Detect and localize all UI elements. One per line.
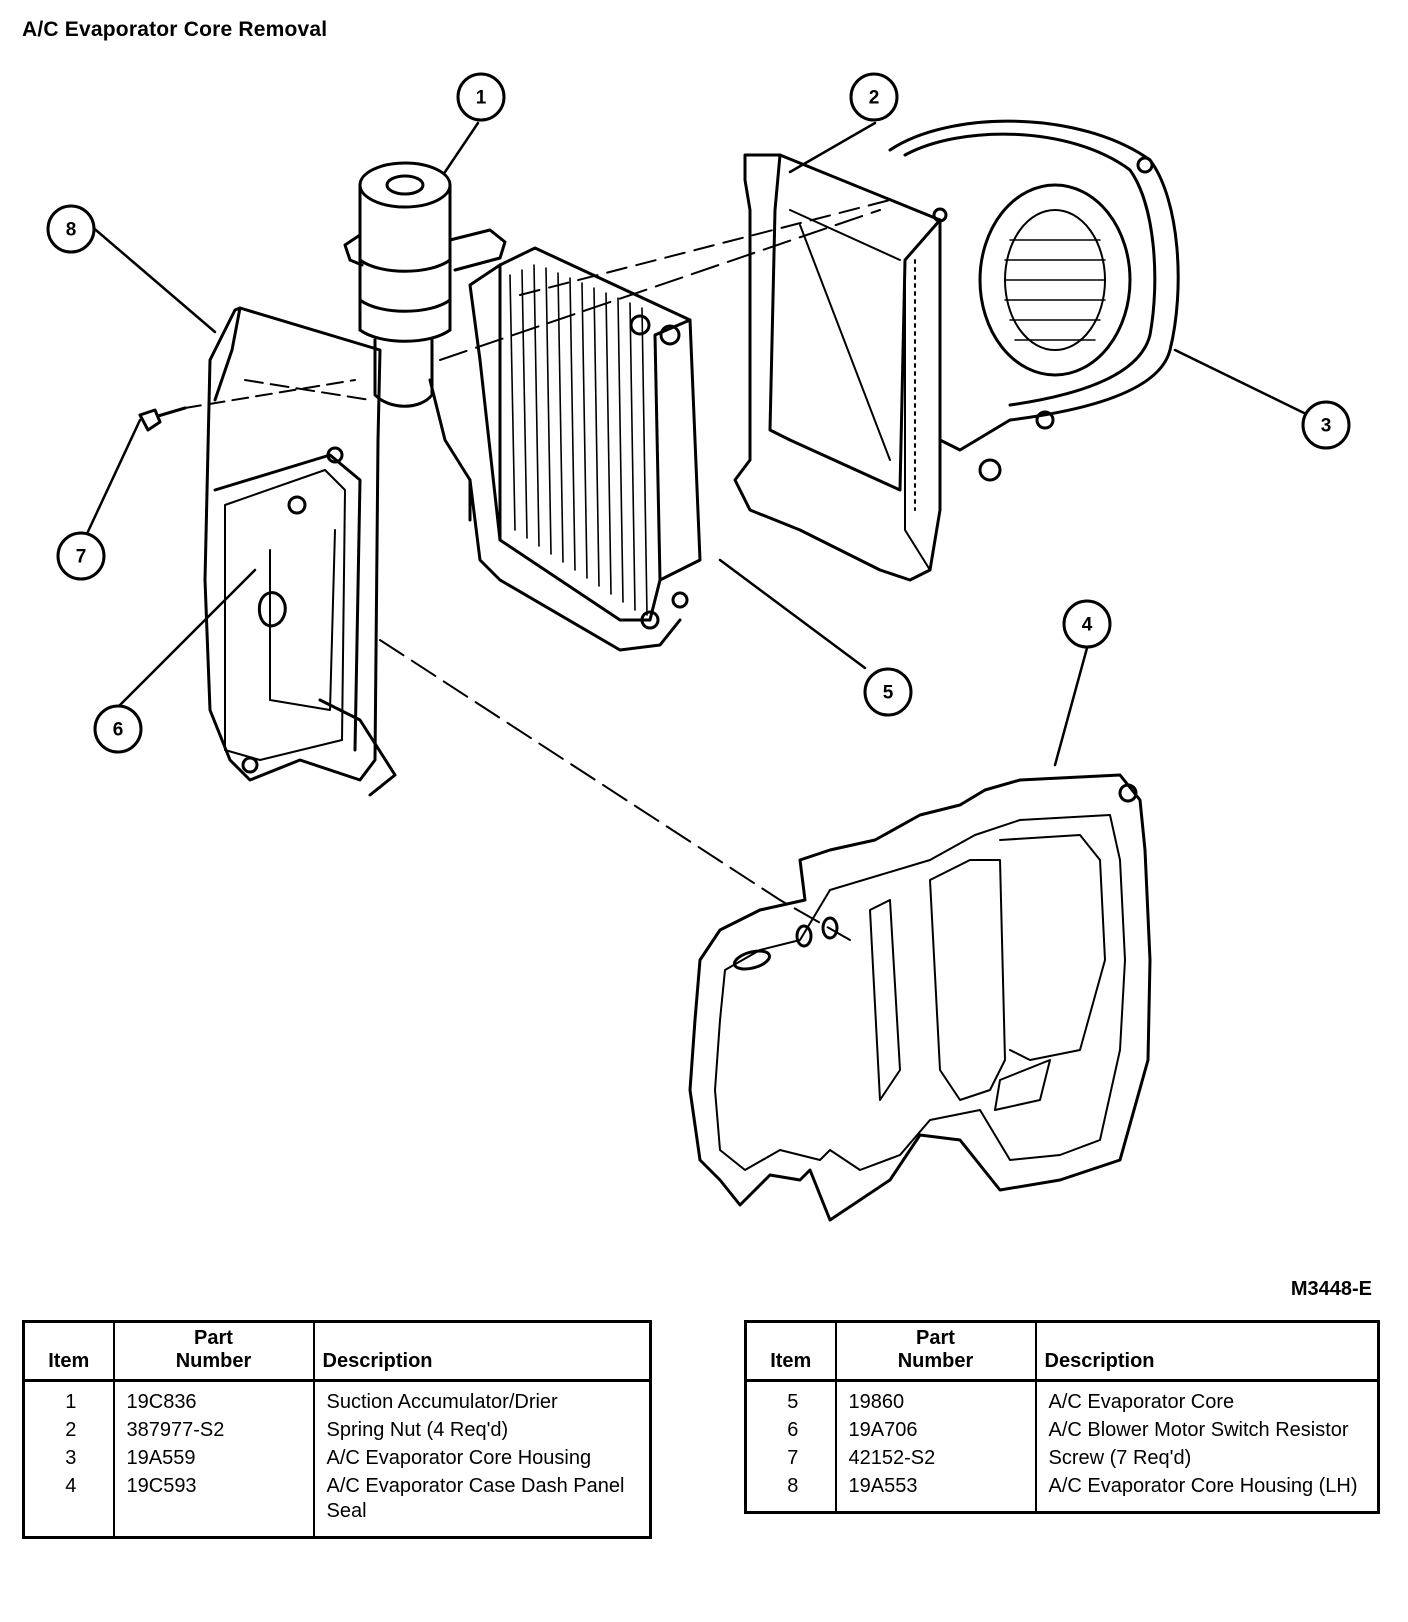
description-cell: Spring Nut (4 Req'd) <box>326 1419 509 1441</box>
part-number-cell: 19A706 <box>835 1417 1037 1445</box>
evaporator-core-housing-lh <box>203 306 397 797</box>
part-number-cell: 387977-S2 <box>113 1417 315 1445</box>
part-number-cell: 19860 <box>835 1380 1037 1417</box>
item-cell: 2 <box>23 1417 115 1445</box>
callout-6: 6 <box>93 704 143 754</box>
header-item: Item <box>745 1321 837 1382</box>
item-cell: 4 <box>23 1473 115 1538</box>
screw <box>138 379 356 432</box>
table-row: 5 19860 A/C Evaporator Core <box>745 1380 1379 1417</box>
exploded-view-diagram: 1 2 3 4 5 6 7 8 <box>0 60 1408 1300</box>
table-row: 3 19A559 A/C Evaporator Core Housing <box>23 1445 651 1473</box>
description-cell: A/C Evaporator Core <box>1048 1391 1235 1413</box>
item-cell: 6 <box>745 1417 837 1445</box>
figure-code: M3448-E <box>1290 1278 1372 1300</box>
svg-text:7: 7 <box>76 547 87 568</box>
header-item: Item <box>23 1321 115 1382</box>
table-row: 6 19A706 A/C Blower Motor Switch Resisto… <box>745 1417 1379 1445</box>
callout-4: 4 <box>1062 599 1112 649</box>
svg-text:6: 6 <box>113 720 124 741</box>
page-title: A/C Evaporator Core Removal <box>22 18 328 41</box>
description-cell: A/C Evaporator Core Housing (LH) <box>1048 1475 1358 1497</box>
table-row: 4 19C593 A/C Evaporator Case Dash Panel … <box>23 1473 651 1538</box>
description-cell: A/C Evaporator Core Housing <box>326 1447 592 1469</box>
table-row: 7 42152-S2 Screw (7 Req'd) <box>745 1445 1379 1473</box>
callout-2: 2 <box>849 72 899 122</box>
part-number-cell: 19A553 <box>835 1473 1037 1513</box>
item-cell: 5 <box>745 1380 837 1417</box>
header-description: Description <box>313 1321 651 1382</box>
leader-lines <box>83 121 1306 767</box>
callout-3: 3 <box>1301 400 1351 450</box>
description-cell: A/C Blower Motor Switch Resistor <box>1048 1419 1349 1441</box>
table-row: 2 387977-S2 Spring Nut (4 Req'd) <box>23 1417 651 1445</box>
svg-text:3: 3 <box>1321 416 1332 437</box>
part-number-cell: 19A559 <box>113 1445 315 1473</box>
callout-8: 8 <box>46 204 96 254</box>
table-row: 8 19A553 A/C Evaporator Core Housing (LH… <box>745 1473 1379 1513</box>
callout-5: 5 <box>863 667 913 717</box>
part-number-cell: 19C836 <box>113 1380 315 1417</box>
item-cell: 3 <box>23 1445 115 1473</box>
item-cell: 8 <box>745 1473 837 1513</box>
svg-text:1: 1 <box>476 88 487 109</box>
description-cell: A/C Evaporator Case Dash Panel Seal <box>326 1475 625 1522</box>
item-cell: 1 <box>23 1380 115 1417</box>
description-cell: Screw (7 Req'd) <box>1048 1447 1192 1469</box>
part-number-cell: 42152-S2 <box>835 1445 1037 1473</box>
evaporator-core-housing <box>733 119 1180 582</box>
description-cell: Suction Accumulator/Drier <box>326 1391 558 1413</box>
header-description: Description <box>1035 1321 1379 1382</box>
svg-text:4: 4 <box>1082 615 1093 636</box>
table-row: 1 19C836 Suction Accumulator/Drier <box>23 1380 651 1417</box>
suction-accumulator-drier <box>343 161 507 522</box>
part-number-cell: 19C593 <box>113 1473 315 1538</box>
evaporator-core <box>468 246 702 652</box>
dash-panel-seal <box>688 773 1152 1222</box>
svg-text:8: 8 <box>66 220 77 241</box>
svg-text:5: 5 <box>883 683 894 704</box>
callout-1: 1 <box>456 72 506 122</box>
alignment-lines <box>379 199 891 941</box>
item-cell: 7 <box>745 1445 837 1473</box>
callout-7: 7 <box>56 531 106 581</box>
svg-text:2: 2 <box>869 88 880 109</box>
